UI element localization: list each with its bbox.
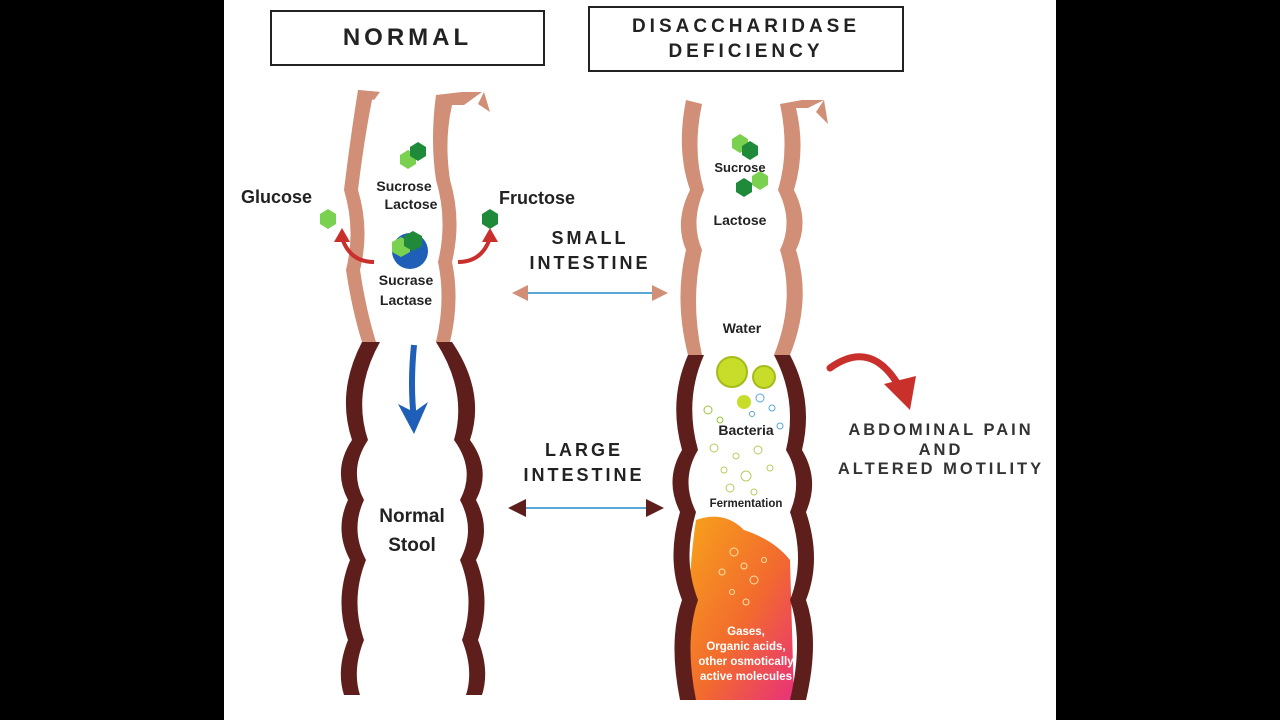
bacteria-label: Bacteria: [718, 422, 774, 438]
products-line1: Gases,: [727, 626, 765, 638]
small-intestine-line2: INTESTINE: [529, 253, 651, 273]
small-intestine-line1: SMALL: [551, 228, 629, 248]
deficiency-sucrose-label: Sucrose: [714, 160, 766, 175]
normal-sugar-hexagons: [400, 142, 426, 169]
glucose-hexagon-icon: [320, 209, 336, 229]
fructose-absorption-arrow: [457, 228, 498, 264]
glucose-absorption-arrow: [334, 228, 375, 264]
fermentation-label: Fermentation: [709, 498, 783, 510]
flow-down-arrow: [398, 344, 428, 434]
products-line4: active molecules: [699, 671, 793, 683]
fermentation-products-label: Gases, Organic acids, other osmotically …: [688, 625, 804, 685]
normal-stool-line1: Normal: [379, 506, 445, 527]
outcome-line1: ABDOMINAL PAIN: [848, 421, 1034, 439]
enzymes-label: Sucrase Lactase: [364, 270, 448, 310]
gas-bubbles: [718, 547, 767, 606]
deficiency-header-line2: DEFICIENCY: [668, 41, 824, 62]
bacteria-bubbles: [703, 356, 784, 496]
outcome-line3: ALTERED MOTILITY: [837, 460, 1045, 478]
fermentation-mass: [688, 516, 794, 700]
normal-stool-label: Normal Stool: [364, 502, 460, 560]
deficiency-lactose-hexagons: [736, 171, 768, 197]
normal-header: NORMAL: [270, 10, 545, 66]
outcome-label: ABDOMINAL PAIN AND ALTERED MOTILITY: [830, 421, 1052, 480]
deficiency-small-intestine: [680, 100, 828, 355]
large-intestine-label: LARGE INTESTINE: [504, 438, 664, 488]
fructose-hexagon-icon: [482, 209, 498, 229]
normal-large-intestine: [340, 342, 486, 695]
normal-sugars-label: Sucrose Lactose: [364, 177, 444, 213]
large-intestine-line1: LARGE: [545, 440, 623, 460]
large-intestine-line2: INTESTINE: [523, 465, 645, 485]
deficiency-header-line1: DISACCHARIDASE: [631, 16, 861, 37]
normal-small-intestine: [344, 90, 490, 342]
normal-stool-line2: Stool: [388, 535, 436, 556]
products-line2: Organic acids,: [706, 641, 786, 653]
diagram-canvas: NORMAL DISACCHARIDASE DEFICIENCY Glucose…: [224, 0, 1056, 720]
deficiency-sucrose-hexagons: [732, 134, 758, 160]
diagram-graphics: [320, 90, 916, 700]
outcome-arrow: [826, 353, 916, 410]
enzyme-complex-icon: [392, 231, 428, 269]
glucose-label: Glucose: [241, 187, 313, 207]
deficiency-lactose-label: Lactose: [713, 212, 767, 228]
products-line3: other osmotically: [698, 656, 794, 668]
normal-sucrose-text: Sucrose: [376, 178, 432, 194]
large-intestine-connector: [508, 499, 664, 517]
normal-lactose-text: Lactose: [384, 196, 438, 212]
lactase-text: Lactase: [379, 292, 433, 308]
small-intestine-label: SMALL INTESTINE: [510, 226, 670, 276]
fructose-label: Fructose: [499, 188, 576, 208]
sucrase-text: Sucrase: [378, 272, 434, 288]
outcome-line2: AND: [918, 440, 964, 459]
water-label: Water: [722, 320, 762, 336]
small-intestine-connector: [512, 285, 668, 301]
normal-header-text: NORMAL: [342, 24, 473, 51]
deficiency-large-intestine: [672, 355, 814, 700]
deficiency-header: DISACCHARIDASE DEFICIENCY: [588, 6, 904, 72]
